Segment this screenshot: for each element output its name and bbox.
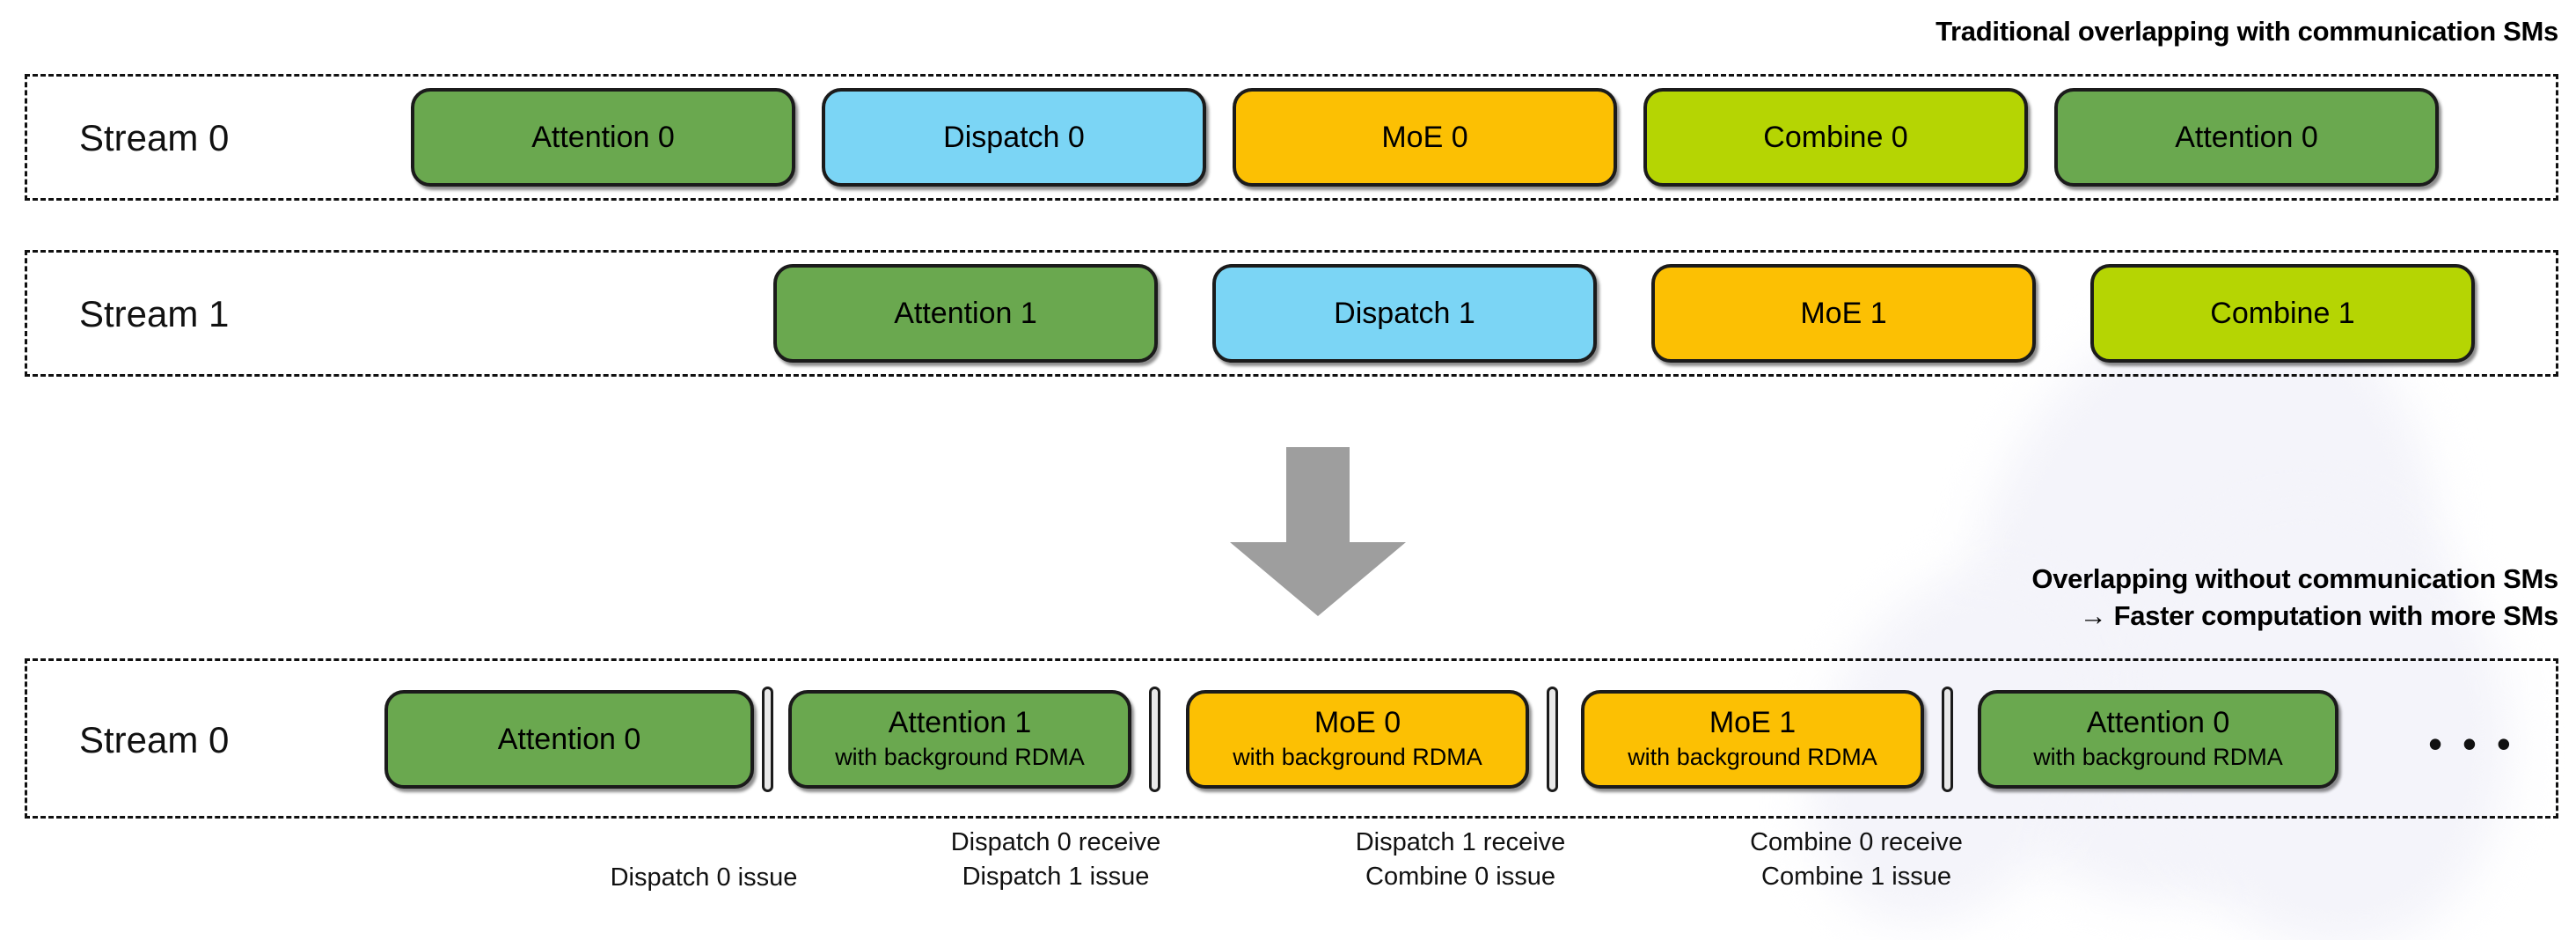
top-section-title: Traditional overlapping with communicati… [1936, 16, 2558, 47]
bottom-section-title-line1: Overlapping without communication SMs [2031, 563, 2558, 594]
lane-optimized-stream-0 [25, 658, 2558, 819]
caption-line-1: Combine 0 receive [1750, 828, 1963, 856]
block-title: MoE 1 [1800, 296, 1887, 330]
divider-2 [1149, 687, 1160, 792]
caption-dispatch-0-issue: Dispatch 0 issue [528, 861, 880, 895]
block-title: Combine 0 [1763, 120, 1908, 154]
block-title: Attention 0 [2086, 706, 2230, 740]
block-title: MoE 1 [1709, 706, 1797, 740]
block-title: Attention 0 [531, 120, 675, 154]
caption-dispatch-0-receive: Dispatch 0 receive Dispatch 1 issue [880, 826, 1232, 894]
block-title: Dispatch 1 [1334, 296, 1475, 330]
block-subtitle: with background RDMA [1233, 743, 1482, 770]
caption-dispatch-1-receive: Dispatch 1 receive Combine 0 issue [1284, 826, 1636, 894]
block-combine-0-s0[interactable]: Combine 0 [1643, 88, 2028, 187]
block-title: MoE 0 [1314, 706, 1401, 740]
block-subtitle: with background RDMA [2033, 743, 2283, 770]
down-arrow-icon [1230, 447, 1406, 616]
block-dispatch-1-s1[interactable]: Dispatch 1 [1212, 264, 1597, 363]
block-attention-0b-s0[interactable]: Attention 0 [2054, 88, 2439, 187]
block-title: Attention 0 [497, 722, 641, 756]
block-dispatch-0-s0[interactable]: Dispatch 0 [822, 88, 1206, 187]
block-title: Combine 1 [2210, 296, 2355, 330]
caption-line-2: Dispatch 1 issue [962, 863, 1150, 892]
lane-label-stream-1: Stream 1 [79, 293, 230, 334]
block-title: Dispatch 0 [943, 120, 1085, 154]
caption-line-2: Combine 0 issue [1365, 863, 1555, 892]
block-title: MoE 0 [1381, 120, 1468, 154]
block-title: Attention 0 [2175, 120, 2318, 154]
block-subtitle: with background RDMA [1628, 743, 1877, 770]
down-arrow [1230, 447, 1406, 616]
block-attention-0-opt[interactable]: Attention 0 [384, 690, 754, 789]
block-title: Attention 1 [894, 296, 1037, 330]
block-moe-0-s0[interactable]: MoE 0 [1233, 88, 1617, 187]
trailing-ellipsis: • • • [2428, 721, 2515, 767]
divider-3 [1547, 687, 1558, 792]
caption-line-2: Combine 1 issue [1761, 863, 1951, 892]
block-attention-1-s1[interactable]: Attention 1 [773, 264, 1158, 363]
lane-label-stream-0-bottom: Stream 0 [79, 719, 230, 760]
block-moe-1-opt[interactable]: MoE 1 with background RDMA [1581, 690, 1924, 789]
bottom-section-title-line2: → Faster computation with more SMs [2079, 600, 2559, 631]
block-title: Attention 1 [888, 706, 1032, 740]
block-attention-0b-opt[interactable]: Attention 0 with background RDMA [1978, 690, 2338, 789]
block-attention-1-opt[interactable]: Attention 1 with background RDMA [788, 690, 1131, 789]
caption-line-1: Dispatch 0 issue [610, 863, 798, 892]
block-subtitle: with background RDMA [835, 743, 1085, 770]
block-moe-1-s1[interactable]: MoE 1 [1651, 264, 2036, 363]
divider-4 [1942, 687, 1953, 792]
caption-line-1: Dispatch 0 receive [950, 828, 1161, 856]
divider-1 [762, 687, 773, 792]
caption-line-1: Dispatch 1 receive [1355, 828, 1566, 856]
caption-combine-0-receive: Combine 0 receive Combine 1 issue [1680, 826, 2032, 894]
lane-traditional-stream-0 [25, 74, 2558, 201]
lane-label-stream-0-top: Stream 0 [79, 117, 230, 158]
block-moe-0-opt[interactable]: MoE 0 with background RDMA [1186, 690, 1529, 789]
block-attention-0-s0[interactable]: Attention 0 [411, 88, 795, 187]
block-combine-1-s1[interactable]: Combine 1 [2090, 264, 2475, 363]
lane-traditional-stream-1 [25, 250, 2558, 377]
